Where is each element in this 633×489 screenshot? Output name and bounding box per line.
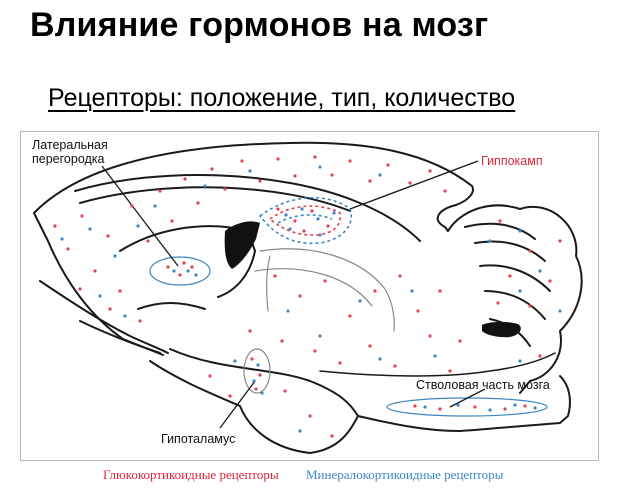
cerebrum-outline: [33, 141, 474, 232]
leader-lateral-septum: [101, 165, 179, 267]
legend-mineralocorticoid: Минералокортикоидные рецепторы: [306, 467, 504, 482]
hypothalamus-region: [243, 348, 271, 394]
frontal-contour: [33, 212, 164, 356]
label-brainstem: Стволовая часть мозга: [416, 378, 550, 392]
mineralocorticoid-dots: [60, 165, 562, 433]
label-lateral-septum-line1: Латеральная: [32, 138, 108, 152]
page-subtitle: Рецепторы: положение, тип, количество: [48, 84, 516, 112]
lower-outline: [149, 360, 561, 454]
ventricle-black: [224, 221, 260, 269]
diagram-frame: [20, 131, 599, 461]
leader-hypothalamus: [219, 380, 256, 429]
black-spot: [482, 321, 521, 338]
leader-brainstem: [449, 388, 486, 408]
cerebellum-outline: [447, 204, 583, 394]
corpus-callosum: [74, 174, 421, 242]
brainstem-region: [386, 397, 548, 417]
lateral-septum-region: [149, 256, 211, 286]
label-hypothalamus: Гипоталамус: [161, 432, 236, 446]
label-lateral-septum-line2: перегородка: [32, 152, 105, 166]
leader-hippocampus: [349, 160, 479, 210]
brain-sagittal-diagram: [33, 141, 583, 454]
legend-glucocorticoid: Глюкокортикоидные рецепторы: [103, 467, 279, 482]
glucocorticoid-dots: [53, 155, 562, 438]
label-lateral-septum: Латеральная перегородка: [32, 138, 108, 166]
label-hippocampus: Гиппокамп: [481, 154, 543, 168]
page-title: Влияние гормонов на мозг: [30, 6, 489, 44]
hippocampus-region: [258, 196, 352, 245]
